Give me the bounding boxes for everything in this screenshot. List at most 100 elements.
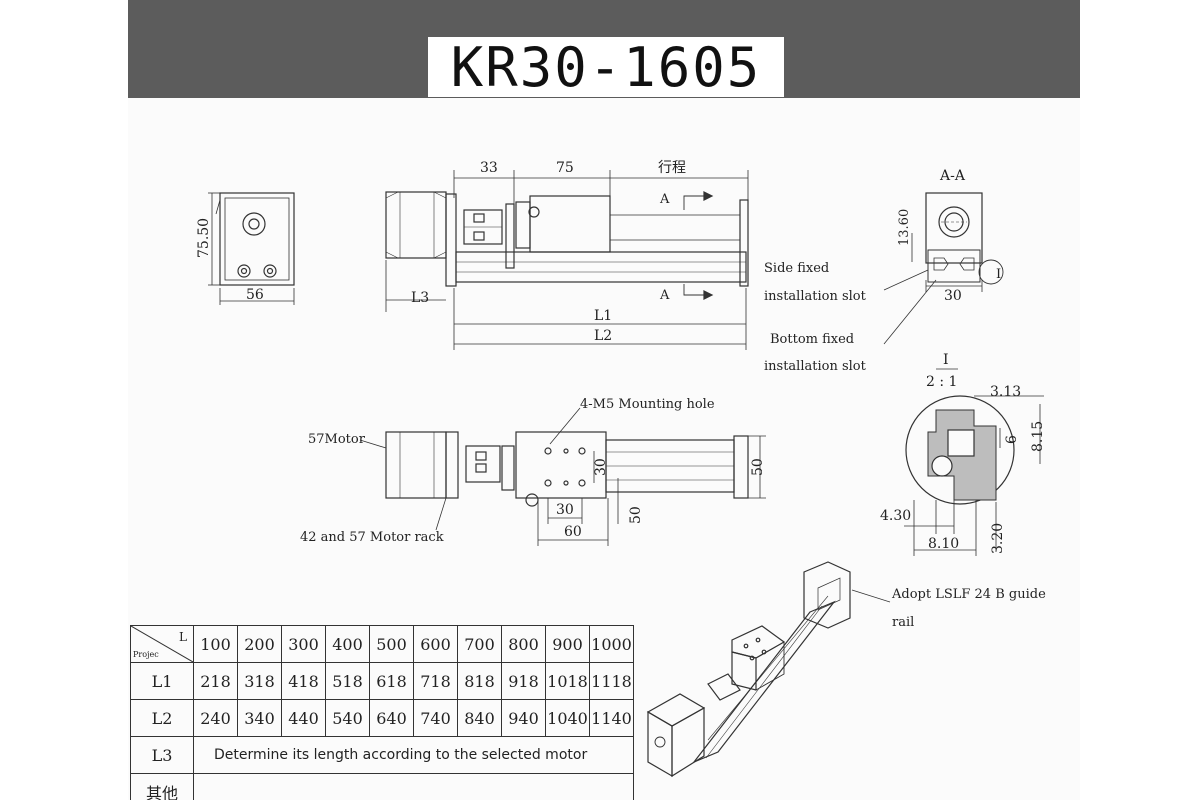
section-screw [938, 206, 970, 238]
corner-label-project: Projec [133, 650, 159, 659]
detail-circle [978, 259, 1004, 285]
detail-dim-6: 6 [1004, 435, 1020, 444]
top-dim-30-vertical: 30 [593, 458, 609, 476]
detail-dim-810: 8.10 [928, 536, 959, 552]
detail-outline [905, 395, 1015, 505]
table-cell: 1018 [545, 662, 590, 700]
section-marker-top: A [659, 192, 670, 207]
iso-rail-body [692, 600, 836, 764]
detail-view: I 2 : 1 3.13 6 8.15 4.30 8.10 [880, 352, 1046, 556]
side-view: 33 75 行程 A A L3 L1 L2 [385, 160, 749, 350]
section-width-dim: 30 [944, 288, 962, 304]
table-header-row: L Projec 100 200 300 400 500 600 700 800… [130, 625, 634, 663]
l3-note: Determine its length according to the se… [193, 736, 634, 774]
table-cell: 240 [193, 699, 238, 737]
detail-dim-320: 3.20 [990, 523, 1006, 554]
side-end-block [739, 199, 749, 287]
table-cell: 918 [501, 662, 546, 700]
table-row-l2: L2 240 340 440 540 640 740 840 940 1040 … [130, 699, 634, 737]
row-label-l2: L2 [130, 699, 194, 737]
callout-side-slot-1: Side fixed [764, 261, 829, 276]
table-header-cell: 600 [413, 625, 458, 663]
top-coupling [465, 445, 501, 483]
table-cell: 218 [193, 662, 238, 700]
table-cell: 1140 [589, 699, 634, 737]
mount-hole-left [237, 264, 251, 278]
detail-dim-815: 8.15 [1030, 421, 1046, 452]
table-cell: 518 [325, 662, 370, 700]
front-flange [219, 192, 295, 286]
mount-hole-right [263, 264, 277, 278]
section-marker-bottom: A [659, 288, 670, 303]
shaft-bore [242, 212, 266, 236]
side-dim-33: 33 [480, 160, 498, 176]
callout-mounting-hole: 4-M5 Mounting hole [580, 397, 715, 412]
table-row-l1: L1 218 318 418 518 618 718 818 918 1018 … [130, 662, 634, 700]
table-cell: 440 [281, 699, 326, 737]
table-cell: 1118 [589, 662, 634, 700]
table-cell: 340 [237, 699, 282, 737]
callout-motor: 57Motor [308, 432, 366, 447]
side-motor [385, 191, 447, 259]
section-height-dim: 13.60 [897, 209, 912, 246]
table-header-cell: 900 [545, 625, 590, 663]
top-view: 30 50 50 30 60 [359, 407, 766, 546]
top-dim-30-horizontal: 30 [556, 502, 574, 518]
table-cell: 618 [369, 662, 414, 700]
callout-side-slot-2: installation slot [764, 289, 867, 304]
table-cell: 318 [237, 662, 282, 700]
table-cell: 1040 [545, 699, 590, 737]
row-label-other: 其他 [130, 773, 194, 800]
table-header-cell: 100 [193, 625, 238, 663]
callout-bottom-slot-1: Bottom fixed [770, 332, 854, 347]
iso-coupling [707, 673, 741, 701]
top-grease-nipple [525, 493, 539, 507]
detail-marker: I [996, 267, 1001, 282]
table-cell: 740 [413, 699, 458, 737]
top-motor [385, 431, 447, 499]
side-carriage [529, 195, 611, 253]
other-note [193, 773, 634, 800]
table-corner: L Projec [130, 625, 194, 663]
drawing-title: KR30-1605 [450, 35, 762, 99]
iso-end-plate [803, 561, 851, 629]
corner-label-l: L [179, 630, 187, 644]
callout-guide-rail-2: rail [892, 615, 914, 630]
top-dim-50-vertical: 50 [628, 506, 644, 524]
front-width-dim: 56 [246, 287, 264, 303]
side-dim-l1: L1 [594, 308, 612, 324]
drawing-sheet: KR30-1605 75.50 56 [128, 0, 1080, 800]
table-header-cell: 1000 [589, 625, 634, 663]
table-header-cell: 500 [369, 625, 414, 663]
table-header-cell: 200 [237, 625, 282, 663]
section-label: A-A [939, 168, 966, 184]
callout-bottom-slot-2: installation slot [764, 359, 867, 374]
isometric-view [646, 561, 891, 778]
table-cell: 718 [413, 662, 458, 700]
iso-motor-front [647, 710, 673, 778]
detail-label: I [943, 352, 949, 368]
front-view: 75.50 56 [196, 192, 295, 305]
top-end-block [733, 435, 749, 499]
table-cell: 940 [501, 699, 546, 737]
side-nut-block [515, 201, 531, 249]
iso-motor-top [646, 693, 706, 727]
detail-dim-430: 4.30 [880, 508, 911, 524]
callout-motor-rack: 42 and 57 Motor rack [300, 530, 444, 545]
technical-drawing: 75.50 56 [196, 160, 1046, 778]
top-motor-plate [445, 431, 459, 499]
table-cell: 418 [281, 662, 326, 700]
side-dim-stroke: 行程 [658, 160, 686, 176]
spec-table: L Projec 100 200 300 400 500 600 700 800… [130, 625, 634, 800]
detail-dim-313: 3.13 [990, 384, 1021, 400]
detail-scale: 2 : 1 [926, 374, 957, 390]
section-profile [925, 192, 983, 264]
row-label-l3: L3 [130, 736, 194, 774]
table-header-cell: 700 [457, 625, 502, 663]
table-cell: 540 [325, 699, 370, 737]
table-row-l3: L3 Determine its length according to the… [130, 736, 634, 774]
top-dim-50-right: 50 [750, 458, 766, 476]
title-box: KR30-1605 [428, 35, 784, 99]
side-rail-body [455, 251, 747, 283]
side-dim-l3: L3 [411, 290, 429, 306]
